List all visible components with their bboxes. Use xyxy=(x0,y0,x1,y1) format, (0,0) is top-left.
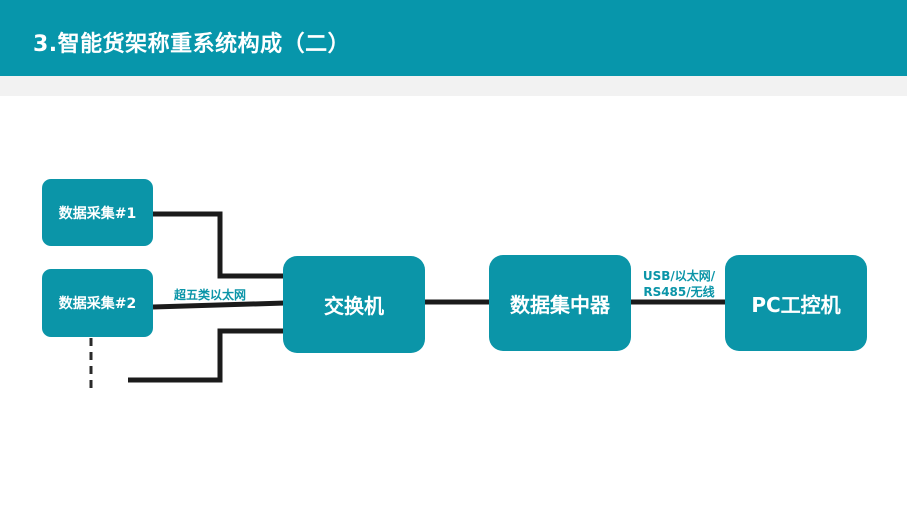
edge-label-pc-link-line1: USB/以太网/ xyxy=(642,269,716,283)
connector-collector2-switch xyxy=(152,300,286,310)
page-title: 3.智能货架称重系统构成（二） xyxy=(33,32,351,57)
edge-label-pc-link: USB/以太网/ RS485/无线 xyxy=(633,268,725,300)
connector-more-switch xyxy=(128,328,285,383)
header-bar xyxy=(0,0,907,76)
node-collector-1: 数据采集#1 xyxy=(42,179,153,246)
node-switch: 交换机 xyxy=(283,256,425,353)
node-collector-2: 数据采集#2 xyxy=(42,269,153,337)
node-concentrator: 数据集中器 xyxy=(489,255,631,351)
connector-collector1-switch xyxy=(153,211,285,279)
header-divider-band xyxy=(0,76,907,96)
node-pc: PC工控机 xyxy=(725,255,867,351)
edge-label-pc-link-line2: RS485/无线 xyxy=(643,285,715,299)
edge-label-ethernet: 超五类以太网 xyxy=(174,288,247,302)
